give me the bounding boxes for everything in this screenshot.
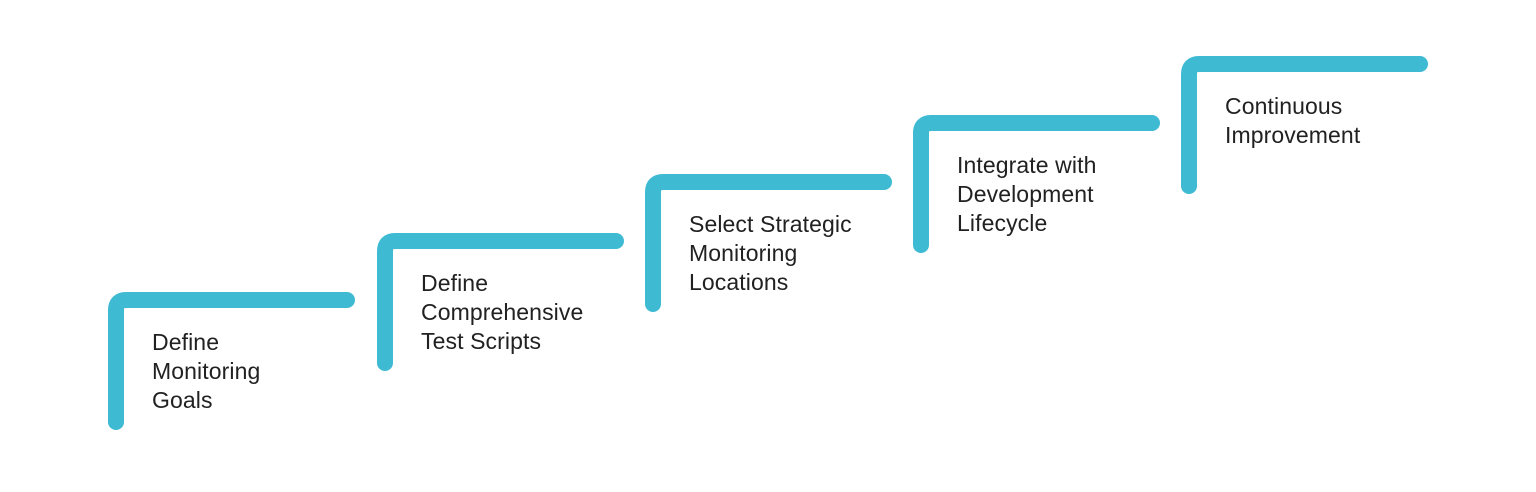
step-bracket-icon <box>1181 56 1428 194</box>
step-integrate-with-development-lifecycle: Integrate with Development Lifecycle <box>913 115 1173 315</box>
bracket-path <box>377 233 624 371</box>
step-label: Define Comprehensive Test Scripts <box>421 270 584 354</box>
step-label: Integrate with Development Lifecycle <box>957 152 1097 236</box>
step-define-comprehensive-test-scripts: Define Comprehensive Test Scripts <box>377 233 637 433</box>
step-label: Select Strategic Monitoring Locations <box>689 211 852 295</box>
step-bracket-icon <box>108 292 355 430</box>
step-continuous-improvement: Continuous Improvement <box>1181 56 1441 256</box>
bracket-path <box>108 292 355 430</box>
bracket-path <box>913 115 1160 253</box>
step-bracket-icon <box>645 174 892 312</box>
staircase-diagram: Define Monitoring Goals Define Comprehen… <box>108 56 1441 433</box>
step-bracket-icon <box>377 233 624 371</box>
step-bracket-icon <box>913 115 1160 253</box>
bracket-path <box>645 174 892 312</box>
step-label: Define Monitoring Goals <box>152 329 261 413</box>
bracket-path <box>1181 56 1428 194</box>
step-label: Continuous Improvement <box>1225 93 1361 148</box>
step-define-monitoring-goals: Define Monitoring Goals <box>108 292 368 492</box>
step-select-strategic-monitoring-locations: Select Strategic Monitoring Locations <box>645 174 905 374</box>
